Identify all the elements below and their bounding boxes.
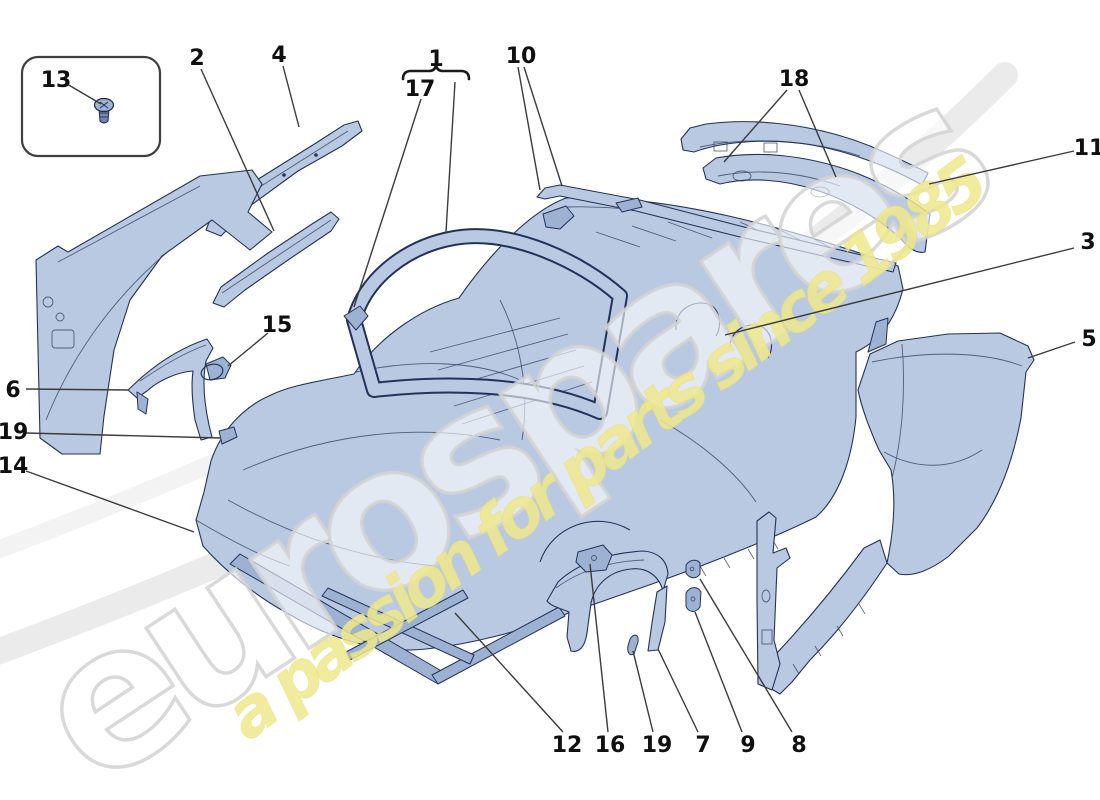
- callout-7: 7: [695, 733, 710, 758]
- callout-1-bracket: [401, 64, 471, 81]
- leader-line-10-1: [523, 66, 563, 187]
- part-side-rail: [212, 211, 340, 308]
- callout-18: 18: [779, 67, 810, 92]
- leader-line-16: [589, 563, 609, 733]
- callout-1: 1: [428, 47, 443, 72]
- inset-box: [20, 55, 162, 158]
- leader-line-18-1: [798, 89, 837, 178]
- leader-line-11: [928, 150, 1075, 185]
- part-bracket-15: [205, 356, 232, 381]
- bracket-15-highlight-ellipse: [200, 363, 224, 381]
- leader-line-13: [66, 83, 102, 105]
- callout-2: 2: [189, 46, 204, 71]
- part-bracket-8: [685, 559, 701, 579]
- leader-line-17: [353, 98, 422, 308]
- callout-16: 16: [595, 733, 626, 758]
- part-roof-rail: [536, 184, 897, 273]
- leader-line-5: [1027, 341, 1076, 359]
- leader-line-4: [282, 65, 300, 128]
- callout-14: 14: [0, 454, 28, 479]
- leader-line-19a: [25, 432, 221, 439]
- callout-4: 4: [271, 43, 286, 68]
- part-rear-trim-upper: [680, 121, 929, 186]
- part-body-shell: [195, 197, 904, 685]
- part-b-pillar-strip: [756, 511, 791, 691]
- callout-11: 11: [1074, 136, 1100, 161]
- callout-6: 6: [5, 378, 20, 403]
- leader-line-9: [694, 611, 743, 733]
- callout-19a: 19: [0, 420, 28, 445]
- part-rear-trim-lower: [702, 153, 931, 253]
- callout-15: 15: [262, 313, 293, 338]
- leader-line-6: [25, 388, 129, 391]
- callout-9: 9: [740, 733, 755, 758]
- leader-line-14: [25, 470, 195, 533]
- parts-layer: [35, 120, 1035, 695]
- leader-line-1: [445, 81, 456, 233]
- part-bracket-16: [575, 544, 613, 573]
- callout-3: 3: [1080, 230, 1095, 255]
- callout-17: 17: [405, 77, 436, 102]
- part-rear-quarter-panel: [765, 317, 1035, 695]
- leader-line-2: [200, 68, 275, 232]
- part-bracket-9: [685, 587, 702, 612]
- callout-layer: 13 2 4 1 17 10 18 11 3 5 6 15 19 14 12 16 19 7 9 8: [0, 43, 1100, 758]
- callout-8: 8: [791, 733, 806, 758]
- leader-line-8: [699, 578, 793, 733]
- inset-fastener-group: [20, 55, 162, 158]
- leader-line-15: [227, 332, 269, 367]
- callout-10: 10: [506, 44, 537, 69]
- leader-line-19b: [632, 650, 654, 733]
- callout-13: 13: [41, 68, 72, 93]
- body-chassis-struts: [229, 553, 566, 685]
- part-windscreen-frame: [343, 228, 628, 420]
- callout-12: 12: [552, 733, 583, 758]
- leader-line-12: [454, 612, 564, 733]
- leader-line-3: [724, 247, 1075, 336]
- part-a-pillar-assembly: [35, 169, 273, 455]
- part-rear-fender: [546, 550, 669, 652]
- part-front-fender: [127, 338, 232, 441]
- part-bracket-19-left: [218, 426, 238, 445]
- callout-19b: 19: [642, 733, 673, 758]
- leader-line-7: [657, 648, 699, 733]
- leader-line-10: [517, 66, 541, 191]
- callout-5: 5: [1081, 327, 1096, 352]
- screw-icon: [93, 97, 115, 124]
- leader-line-18: [723, 89, 788, 163]
